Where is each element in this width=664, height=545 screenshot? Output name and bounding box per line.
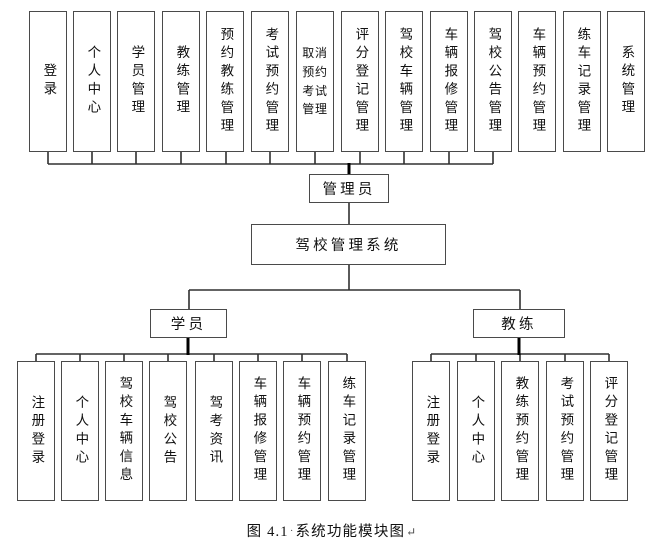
paragraph-mark: ↵ <box>406 525 418 539</box>
module-label: 车辆预约管理 <box>295 376 311 486</box>
module-label: 教练管理 <box>174 45 190 118</box>
figure-title: 系统功能模块图 <box>295 524 406 540</box>
module-label: 注册登录 <box>424 394 440 468</box>
module-label: 个人中心 <box>469 394 485 468</box>
admin-module-box-coach-mgmt: 教练管理 <box>162 11 200 152</box>
module-label: 驾校公告管理 <box>486 26 502 137</box>
figure-number: 图 4.1 <box>246 524 289 540</box>
student-module-box-vehicle-repair-mgmt: 车辆报修管理 <box>239 361 277 501</box>
coach-module-box-coach-booking-mgmt: 教练预约管理 <box>501 361 539 501</box>
admin-module-box-coach-booking-mgmt: 预约教练管理 <box>206 11 244 152</box>
student-module-box-vehicle-booking-mgmt: 车辆预约管理 <box>283 361 321 501</box>
system-root-label: 驾校管理系统 <box>295 238 402 254</box>
admin-node: 管理员 <box>309 174 389 203</box>
module-label: 练车记录管理 <box>575 26 591 137</box>
module-label: 学员管理 <box>129 45 145 118</box>
module-label: 驾校公告 <box>161 394 177 468</box>
module-label: 系统管理 <box>619 45 635 118</box>
admin-module-box-login: 登录 <box>29 11 67 152</box>
module-label: 驾校车辆管理 <box>397 26 413 137</box>
coach-module-box-score-register-mgmt: 评分登记管理 <box>590 361 628 501</box>
coach-module-box-exam-booking-mgmt: 考试预约管理 <box>546 361 584 501</box>
admin-module-box-cancel-exam-booking-mgmt: 取消预约考试管理 <box>296 11 334 152</box>
module-label: 车辆报修管理 <box>442 26 458 137</box>
admin-module-box-score-register-mgmt: 评分登记管理 <box>341 11 379 152</box>
coach-module-box-register-login: 注册登录 <box>412 361 450 501</box>
module-label: 教练预约管理 <box>513 376 529 486</box>
student-module-box-driving-exam-info: 驾考资讯 <box>195 361 233 501</box>
student-module-box-register-login: 注册登录 <box>17 361 55 501</box>
admin-module-box-practice-record-mgmt: 练车记录管理 <box>563 11 601 152</box>
admin-module-box-system-mgmt: 系统管理 <box>607 11 645 152</box>
admin-module-box-vehicle-booking-mgmt: 车辆预约管理 <box>518 11 556 152</box>
admin-module-box-personal-center: 个人中心 <box>73 11 111 152</box>
admin-node-label: 管理员 <box>322 182 376 198</box>
module-label: 个人中心 <box>85 45 101 118</box>
module-label: 个人中心 <box>73 394 89 468</box>
student-node-label: 学员 <box>170 317 207 333</box>
module-label: 评分登记管理 <box>602 376 618 486</box>
coach-node: 教练 <box>473 309 565 338</box>
module-label: 练车记录管理 <box>340 376 356 486</box>
module-label: 驾考资讯 <box>207 394 223 468</box>
student-node: 学员 <box>150 309 227 338</box>
coach-node-label: 教练 <box>501 317 537 333</box>
figure-caption: 图 4.1·系统功能模块图↵ <box>0 520 664 541</box>
admin-module-box-school-vehicle-mgmt: 驾校车辆管理 <box>385 11 423 152</box>
module-label: 车辆预约管理 <box>530 26 546 137</box>
admin-module-box-student-mgmt: 学员管理 <box>117 11 155 152</box>
student-module-box-practice-record-mgmt: 练车记录管理 <box>328 361 366 501</box>
student-module-box-school-vehicle-info: 驾校车辆信息 <box>105 361 143 501</box>
admin-module-box-exam-booking-mgmt: 考试预约管理 <box>251 11 289 152</box>
admin-module-box-school-notice-mgmt: 驾校公告管理 <box>474 11 512 152</box>
module-label: 取消预约考试管理 <box>302 46 328 117</box>
module-label: 评分登记管理 <box>353 26 369 137</box>
module-label: 登录 <box>41 63 57 100</box>
module-label: 考试预约管理 <box>558 376 574 486</box>
coach-module-box-personal-center: 个人中心 <box>457 361 495 501</box>
module-label: 考试预约管理 <box>263 26 279 137</box>
module-label: 车辆报修管理 <box>251 376 267 486</box>
student-module-box-personal-center: 个人中心 <box>61 361 99 501</box>
system-root-node: 驾校管理系统 <box>251 224 446 265</box>
module-label: 预约教练管理 <box>218 26 234 137</box>
student-module-box-school-notice: 驾校公告 <box>149 361 187 501</box>
admin-module-box-vehicle-repair-mgmt: 车辆报修管理 <box>430 11 468 152</box>
space-formatting-mark: · <box>289 525 295 537</box>
module-label: 驾校车辆信息 <box>117 376 133 486</box>
module-label: 注册登录 <box>29 394 45 468</box>
